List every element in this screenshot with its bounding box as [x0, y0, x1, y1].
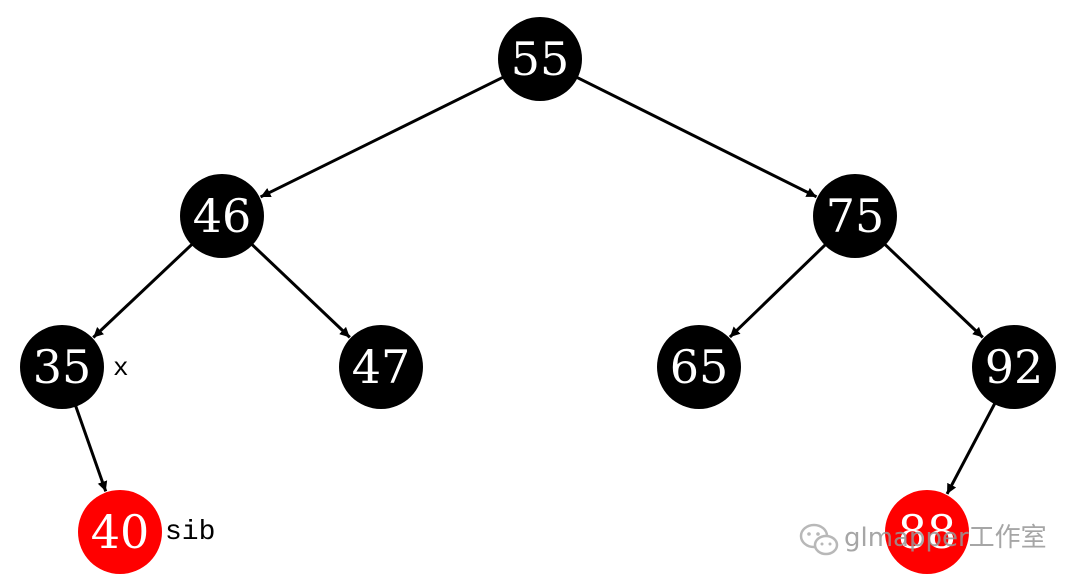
edge-35-40 — [73, 402, 108, 492]
node-55: 55 — [498, 17, 582, 101]
node-value-46: 46 — [193, 189, 252, 243]
edge-46-47 — [248, 241, 351, 339]
edge-46-35 — [92, 240, 196, 339]
edge-92-88 — [945, 399, 998, 495]
edges — [73, 74, 998, 495]
node-88: 88 — [885, 490, 969, 574]
node-65: 65 — [657, 325, 741, 409]
edge-75-65 — [728, 241, 829, 339]
wechat-icon — [799, 523, 839, 556]
node-circle-35 — [20, 325, 104, 409]
node-value-47: 47 — [352, 340, 411, 394]
node-circle-75 — [813, 174, 897, 258]
node-47: 47 — [339, 325, 423, 409]
node-circle-40 — [78, 490, 162, 574]
nodes: 55 46 75 35 47 65 92 40 88 — [20, 17, 1056, 574]
node-75: 75 — [813, 174, 897, 258]
node-value-65: 65 — [670, 340, 729, 394]
watermark: glmapper工作室 — [799, 523, 1047, 556]
node-value-35: 35 — [33, 340, 92, 394]
node-92: 92 — [972, 325, 1056, 409]
node-circle-47 — [339, 325, 423, 409]
annotations: x sib — [113, 353, 215, 548]
node-value-75: 75 — [826, 189, 885, 243]
node-35: 35 — [20, 325, 104, 409]
node-circle-92 — [972, 325, 1056, 409]
node-circle-46 — [180, 174, 264, 258]
node-value-88: 88 — [898, 505, 957, 559]
node-value-92: 92 — [985, 340, 1044, 394]
watermark-text: glmapper工作室 — [844, 523, 1047, 553]
edge-55-75 — [573, 74, 818, 199]
node-value-40: 40 — [91, 505, 150, 559]
node-value-55: 55 — [511, 32, 570, 86]
node-circle-55 — [498, 17, 582, 101]
annotation-x: x — [113, 353, 129, 383]
node-circle-65 — [657, 325, 741, 409]
node-46: 46 — [180, 174, 264, 258]
edge-75-92 — [881, 241, 984, 339]
node-40: 40 — [78, 490, 162, 574]
edge-55-46 — [259, 74, 507, 199]
node-circle-88 — [885, 490, 969, 574]
annotation-sib: sib — [165, 517, 215, 548]
